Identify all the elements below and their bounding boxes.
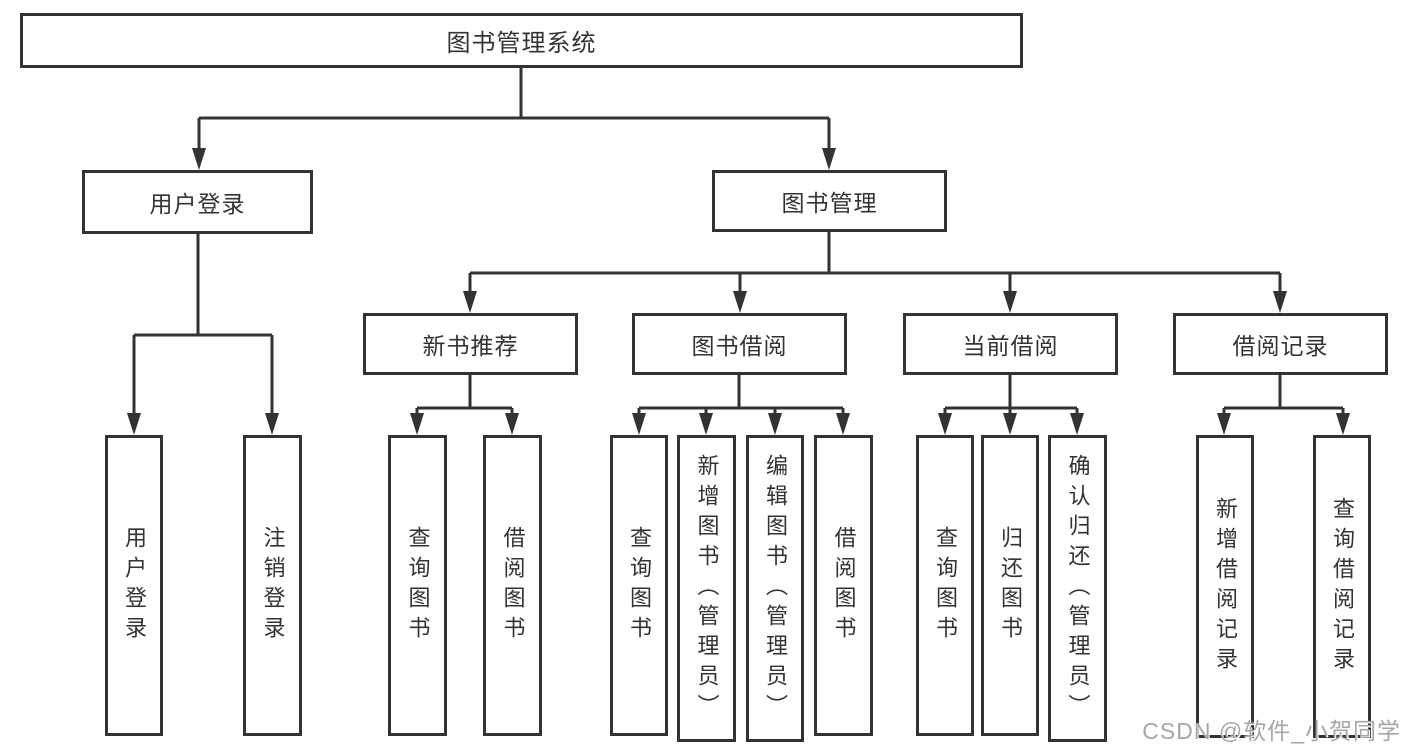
leaf-query-books: 查询图书 xyxy=(388,435,447,736)
node-current-borrowing: 当前借阅 xyxy=(903,313,1118,375)
leaf-confirm-return-admin: 确认归还（管理员） xyxy=(1048,435,1107,742)
arrowhead-icon xyxy=(410,413,424,435)
arrowhead-icon xyxy=(505,413,519,435)
arrowhead-icon xyxy=(1273,291,1287,313)
leaf-query-borrow-record: 查询借阅记录 xyxy=(1313,435,1371,738)
node-label: 图书借阅 xyxy=(691,333,788,359)
node-book-management: 图书管理 xyxy=(712,170,947,232)
node-label: 图书管理 xyxy=(781,190,878,216)
arrowhead-icon xyxy=(699,413,713,435)
arrowhead-icon xyxy=(822,148,836,170)
node-label: 借阅记录 xyxy=(1232,333,1329,359)
node-label: 借阅图书 xyxy=(831,525,857,646)
node-label: 编辑图书（管理员） xyxy=(763,453,788,724)
node-library-system: 图书管理系统 xyxy=(20,13,1023,68)
leaf-borrow-book: 借阅图书 xyxy=(483,435,542,736)
csdn-watermark: CSDN @软件_小贺同学 xyxy=(1142,718,1401,744)
arrowhead-icon xyxy=(938,413,952,435)
arrowhead-icon xyxy=(463,291,477,313)
node-new-book-recommend: 新书推荐 xyxy=(363,313,578,375)
arrowhead-icon xyxy=(1336,413,1350,435)
arrowhead-icon xyxy=(733,291,747,313)
arrowhead-icon xyxy=(1003,413,1017,435)
arrowhead-icon xyxy=(768,413,782,435)
node-label: 确认归还（管理员） xyxy=(1065,453,1091,724)
leaf-query-books: 查询图书 xyxy=(610,435,668,736)
node-label: 新增图书（管理员） xyxy=(694,453,720,724)
leaf-add-book-admin: 新增图书（管理员） xyxy=(677,435,736,742)
node-label: 查询借阅记录 xyxy=(1330,496,1355,677)
node-label: 查询图书 xyxy=(405,525,431,646)
node-label: 用户登录 xyxy=(122,525,147,646)
node-label: 图书管理系统 xyxy=(446,30,597,57)
node-borrowing-records: 借阅记录 xyxy=(1173,313,1388,375)
arrowhead-icon xyxy=(1070,413,1084,435)
node-label: 借阅图书 xyxy=(500,525,526,646)
arrowhead-icon xyxy=(192,148,206,170)
node-label: 新增借阅记录 xyxy=(1213,496,1238,677)
leaf-logout: 注销登录 xyxy=(243,435,302,736)
arrowhead-icon xyxy=(836,413,850,435)
node-label: 查询图书 xyxy=(627,525,652,646)
node-book-borrowing: 图书借阅 xyxy=(632,313,847,375)
node-label: 当前借阅 xyxy=(962,333,1059,359)
node-label: 归还图书 xyxy=(998,525,1023,646)
leaf-user-login: 用户登录 xyxy=(105,435,163,736)
leaf-edit-book-admin: 编辑图书（管理员） xyxy=(746,435,804,742)
arrowhead-icon xyxy=(1003,291,1017,313)
leaf-borrow-book: 借阅图书 xyxy=(814,435,873,736)
node-label: 注销登录 xyxy=(260,525,286,646)
node-label: 查询图书 xyxy=(933,525,958,646)
leaf-query-books: 查询图书 xyxy=(916,435,974,736)
leaf-add-borrow-record: 新增借阅记录 xyxy=(1196,435,1254,738)
leaf-return-book: 归还图书 xyxy=(981,435,1039,736)
arrowhead-icon xyxy=(127,413,141,435)
node-label: 新书推荐 xyxy=(422,333,519,359)
arrowhead-icon xyxy=(265,413,279,435)
node-label: 用户登录 xyxy=(149,191,246,217)
node-user-login: 用户登录 xyxy=(82,170,313,234)
arrowhead-icon xyxy=(1217,413,1231,435)
arrowhead-icon xyxy=(632,413,646,435)
